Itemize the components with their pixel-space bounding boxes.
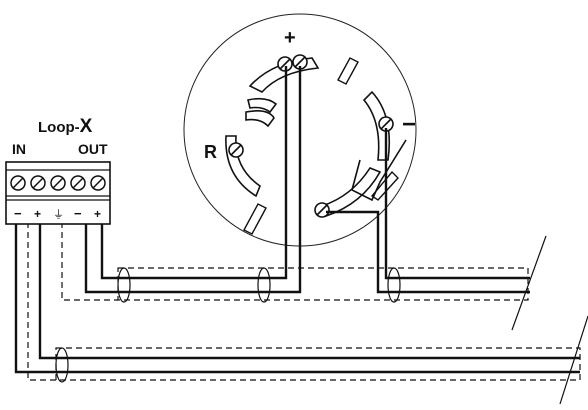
- detector-hook: [245, 97, 278, 128]
- terminal-screw-5: [90, 175, 106, 191]
- out-label: OUT: [78, 141, 108, 157]
- terminal-body: [5, 161, 111, 225]
- wire-in-minus: [14, 222, 580, 374]
- wire-minus-out: [384, 128, 530, 280]
- r-label: R: [204, 142, 217, 162]
- detector-lead: [351, 139, 407, 202]
- loop-title: Loop-X: [38, 116, 93, 137]
- shield-jacket-in: [55, 347, 581, 381]
- shield-jacket-out: [117, 267, 529, 301]
- terminal-screw-1: [10, 175, 26, 191]
- terminal-screw-2: [30, 175, 46, 191]
- terminal-screw-3: [50, 175, 66, 191]
- plus-label: +: [284, 27, 296, 49]
- detector-tabs: [243, 57, 399, 235]
- pin-label-4: −: [74, 206, 82, 221]
- pin-label-5: +: [94, 207, 101, 221]
- pin-label-3: ⏚: [53, 208, 64, 221]
- break-lines: [511, 235, 588, 405]
- wire-out-plus: [100, 66, 288, 280]
- minus-label: −: [402, 111, 416, 138]
- wire-out-minus: [84, 66, 302, 294]
- terminal-screws: [10, 175, 106, 191]
- pin-label-2: +: [34, 207, 41, 221]
- cable-sleeves: [55, 267, 401, 383]
- terminal-screw-4: [70, 175, 86, 191]
- terminal-block: Loop-X IN OUT − + ⏚ − +: [5, 116, 111, 225]
- screw-bottom: [314, 202, 330, 218]
- wire-in-plus: [38, 222, 580, 360]
- shield-in: [27, 222, 56, 381]
- in-label: IN: [12, 141, 26, 157]
- solid-wires: [14, 66, 580, 374]
- shield-out: [61, 222, 118, 301]
- pin-label-1: −: [14, 206, 22, 221]
- wire-bottom-out: [326, 210, 530, 294]
- screw-plus-a: [277, 56, 293, 72]
- screw-r: [228, 142, 244, 158]
